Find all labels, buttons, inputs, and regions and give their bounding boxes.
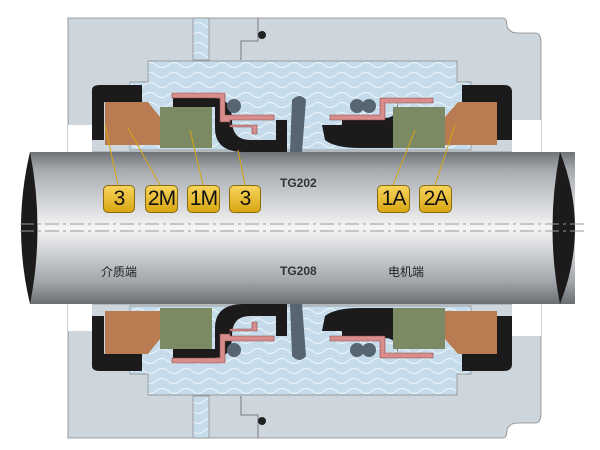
model-label-bottom: TG208 bbox=[280, 264, 317, 278]
shaft-end-left bbox=[21, 152, 38, 304]
tag-1m: 1M bbox=[187, 185, 220, 213]
tag-2a: 2A bbox=[419, 185, 452, 213]
tag-3-bellows: 3 bbox=[229, 185, 261, 213]
tag-3-seat: 3 bbox=[103, 185, 135, 213]
leader-lines bbox=[104, 124, 456, 186]
medium-side-label: 介质端 bbox=[101, 265, 138, 279]
tag-2m: 2M bbox=[145, 185, 178, 213]
shaft bbox=[30, 152, 575, 304]
motor-side-label: 电机端 bbox=[388, 265, 425, 279]
tag-1a: 1A bbox=[377, 185, 410, 213]
shaft-end-right bbox=[552, 152, 575, 304]
model-label-top: TG202 bbox=[280, 176, 317, 190]
